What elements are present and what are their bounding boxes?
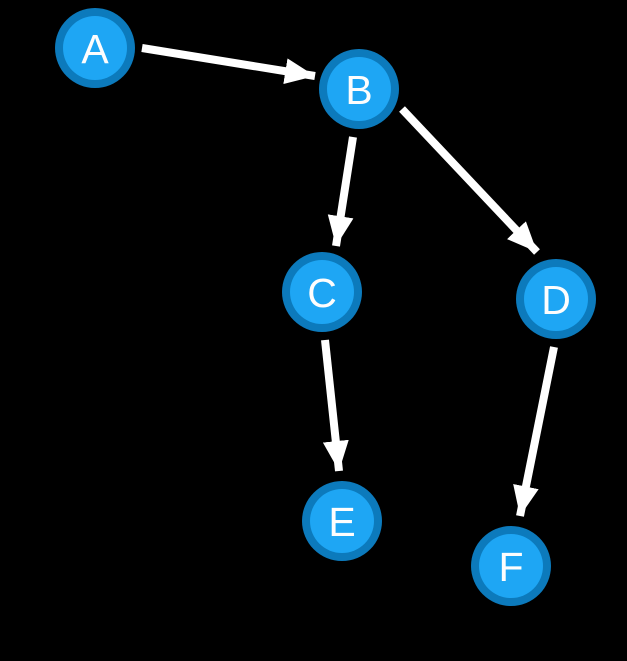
node-c-fill xyxy=(290,260,354,324)
node-f[interactable]: F xyxy=(471,526,551,606)
edge-b-c xyxy=(327,136,357,247)
node-a-fill xyxy=(63,16,127,80)
edges-layer xyxy=(141,44,558,517)
node-b-fill xyxy=(327,57,391,121)
node-c[interactable]: C xyxy=(282,252,362,332)
nodes-layer: A B C D E F xyxy=(55,8,596,606)
node-a[interactable]: A xyxy=(55,8,135,88)
node-e[interactable]: E xyxy=(302,481,382,561)
edge-c-e xyxy=(321,339,349,472)
edge-d-f xyxy=(513,346,558,517)
node-f-fill xyxy=(479,534,543,598)
node-b[interactable]: B xyxy=(319,49,399,129)
node-e-fill xyxy=(310,489,374,553)
node-d-fill xyxy=(524,267,588,331)
edge-a-b xyxy=(141,44,316,85)
edge-b-d xyxy=(399,106,540,255)
node-d[interactable]: D xyxy=(516,259,596,339)
